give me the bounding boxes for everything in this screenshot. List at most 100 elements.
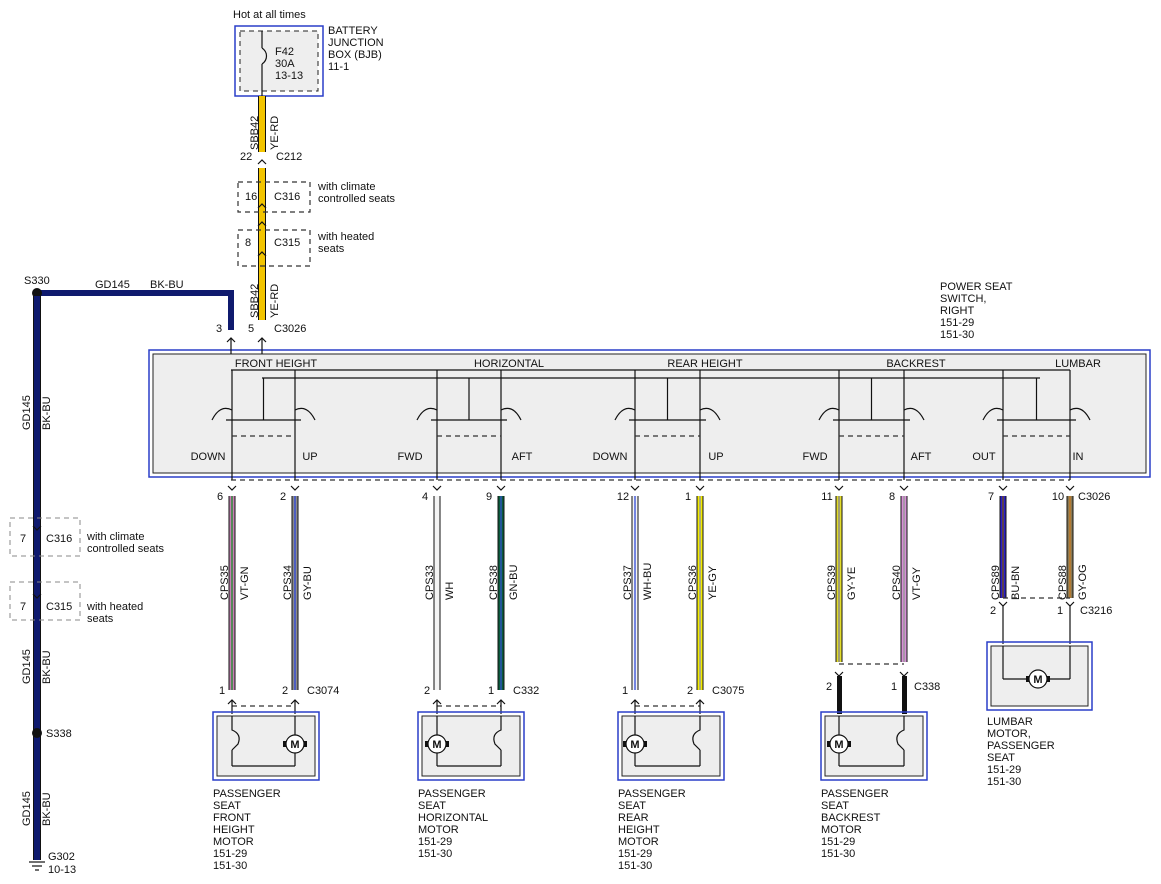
switch-pin-8: 8 bbox=[889, 491, 895, 503]
motor-4-icon-brush-left bbox=[827, 741, 830, 747]
gd145-label-1: GD145 bbox=[21, 395, 33, 430]
motor-5-name-line-3: PASSENGER bbox=[987, 740, 1055, 752]
motor-3-limit-switch-icon bbox=[692, 716, 701, 751]
gd145-top-label: GD145 bbox=[95, 279, 130, 291]
c316-ground-note-line-1: with climate bbox=[86, 531, 144, 543]
motor-1-name-line-1: PASSENGER bbox=[213, 788, 281, 800]
color-label-cps89: BU-BN bbox=[1010, 566, 1022, 600]
fuse-label-line-1: F42 bbox=[275, 46, 294, 58]
motor-1-outline bbox=[212, 711, 320, 781]
circuit-label-cps40: CPS40 bbox=[891, 565, 903, 600]
s338-label: S338 bbox=[46, 728, 72, 740]
motor-3-name-line-2: SEAT bbox=[618, 800, 646, 812]
feed-circuit-upper: SBB42 bbox=[249, 116, 261, 150]
c316-feed-note-line-1: with climate bbox=[317, 181, 375, 193]
lumbar-pin-a: 2 bbox=[990, 605, 996, 617]
motor-3-icon-brush-left bbox=[623, 741, 626, 747]
c315-feed-pin: 8 bbox=[245, 237, 251, 249]
motor-connector-label-1: C3074 bbox=[307, 685, 339, 697]
motor-4-outline bbox=[820, 711, 928, 781]
motor-2-name-line-2: SEAT bbox=[418, 800, 446, 812]
switch-pin-5: 12 bbox=[617, 491, 629, 503]
motor-connector-label-2: C332 bbox=[513, 685, 539, 697]
motor-5-icon-letter: M bbox=[1033, 674, 1042, 686]
motor-2-name-line-3: HORIZONTAL bbox=[418, 812, 488, 824]
direction-label-fwd-7: FWD bbox=[802, 451, 827, 463]
switch-name-line-2: SWITCH, bbox=[940, 293, 986, 305]
switch-pin-terminal-9 bbox=[998, 485, 1008, 491]
g302-ref: 10-13 bbox=[48, 864, 76, 876]
wire-cps34-tracer bbox=[294, 496, 296, 690]
motor-4-name-line-6: 151-30 bbox=[821, 848, 855, 860]
c316-feed-pin: 16 bbox=[245, 191, 257, 203]
wire-cps89-tracer bbox=[1002, 496, 1004, 598]
motor-1-name-line-5: MOTOR bbox=[213, 836, 254, 848]
lumbar-terminal-b bbox=[1065, 601, 1075, 607]
switch-pin-10: 10 bbox=[1052, 491, 1064, 503]
feed-circuit-lower: SBB42 bbox=[249, 284, 261, 318]
motor-5-name-line-1: LUMBAR bbox=[987, 716, 1033, 728]
color-label-cps88: GY-OG bbox=[1077, 564, 1089, 600]
motor-connector-label-4: C338 bbox=[914, 681, 940, 693]
lumbar-pin-b: 1 bbox=[1057, 605, 1063, 617]
backrest-terminal-a bbox=[834, 671, 844, 677]
motor-5-outline bbox=[986, 641, 1093, 711]
c315-feed-note-line-2: seats bbox=[318, 243, 345, 255]
c316-ground-terminal bbox=[32, 525, 42, 531]
bkbu-top-label: BK-BU bbox=[150, 279, 184, 291]
switch-blade-5b bbox=[1069, 407, 1091, 421]
switch-blade-5a bbox=[982, 407, 1004, 421]
color-label-cps35: VT-GN bbox=[239, 566, 251, 600]
motor-4-icon-letter: M bbox=[834, 739, 843, 751]
motor-4-name-line-3: BACKREST bbox=[821, 812, 881, 824]
switch-pin-1: 6 bbox=[217, 491, 223, 503]
motor-connector-label-5: C3216 bbox=[1080, 605, 1112, 617]
gd145-label-2: GD145 bbox=[21, 649, 33, 684]
switch-pin-terminal-2 bbox=[290, 485, 300, 491]
ground-wire-horizontal bbox=[36, 290, 234, 296]
wire-cps88-tracer bbox=[1069, 496, 1071, 598]
c315-ground-pin: 7 bbox=[20, 601, 26, 613]
wire-cps39-tracer bbox=[838, 496, 840, 662]
wire-cps35-tracer bbox=[231, 496, 233, 690]
ground-wire-drop bbox=[228, 290, 234, 330]
switch-pin-terminal-4 bbox=[496, 485, 506, 491]
motor-4-name-line-5: 151-29 bbox=[821, 836, 855, 848]
color-label-cps39: GY-YE bbox=[846, 567, 858, 600]
motor-5-name-line-4: SEAT bbox=[987, 752, 1015, 764]
wire-cps36-tracer bbox=[699, 496, 701, 690]
c316-feed-label: C316 bbox=[274, 191, 300, 203]
motor-5-name-line-6: 151-30 bbox=[987, 776, 1021, 788]
color-label-cps37: WH-BU bbox=[642, 563, 654, 600]
motor-3-name-line-3: REAR bbox=[618, 812, 649, 824]
c315-feed-terminal bbox=[257, 251, 267, 257]
direction-label-up-2: UP bbox=[302, 451, 317, 463]
motor-4-limit-switch-icon bbox=[896, 716, 905, 751]
motor-2-icon-brush-left bbox=[425, 741, 428, 747]
switch-pin-terminal-1 bbox=[227, 485, 237, 491]
switch-pin-6: 1 bbox=[685, 491, 691, 503]
motor-pin-2b: 1 bbox=[488, 685, 494, 697]
circuit-label-cps35: CPS35 bbox=[219, 565, 231, 600]
motor-3-name-line-5: MOTOR bbox=[618, 836, 659, 848]
switch-pin-3: 4 bbox=[422, 491, 428, 503]
motor-3-icon-brush-right bbox=[644, 741, 647, 747]
c316-ground-label: C316 bbox=[46, 533, 72, 545]
circuit-label-cps37: CPS37 bbox=[622, 565, 634, 600]
c315-ground-terminal bbox=[32, 593, 42, 599]
c315-ground-label: C315 bbox=[46, 601, 72, 613]
switch-name-line-1: POWER SEAT bbox=[940, 281, 1013, 293]
motor-2-name-line-5: 151-29 bbox=[418, 836, 452, 848]
switch-pin-terminal-7 bbox=[834, 485, 844, 491]
motor-5-name-line-5: 151-29 bbox=[987, 764, 1021, 776]
c316-ground-pin: 7 bbox=[20, 533, 26, 545]
fuse-label-line-2: 30A bbox=[275, 58, 295, 70]
switch-blade-2a bbox=[416, 407, 438, 421]
direction-label-aft-8: AFT bbox=[911, 451, 932, 463]
motor-2-icon-brush-right bbox=[446, 741, 449, 747]
motor-1-icon-brush-right bbox=[304, 741, 307, 747]
c3026-label: C3026 bbox=[274, 323, 306, 335]
c3026-bottom-label: C3026 bbox=[1078, 491, 1110, 503]
switch-pin-4: 9 bbox=[486, 491, 492, 503]
